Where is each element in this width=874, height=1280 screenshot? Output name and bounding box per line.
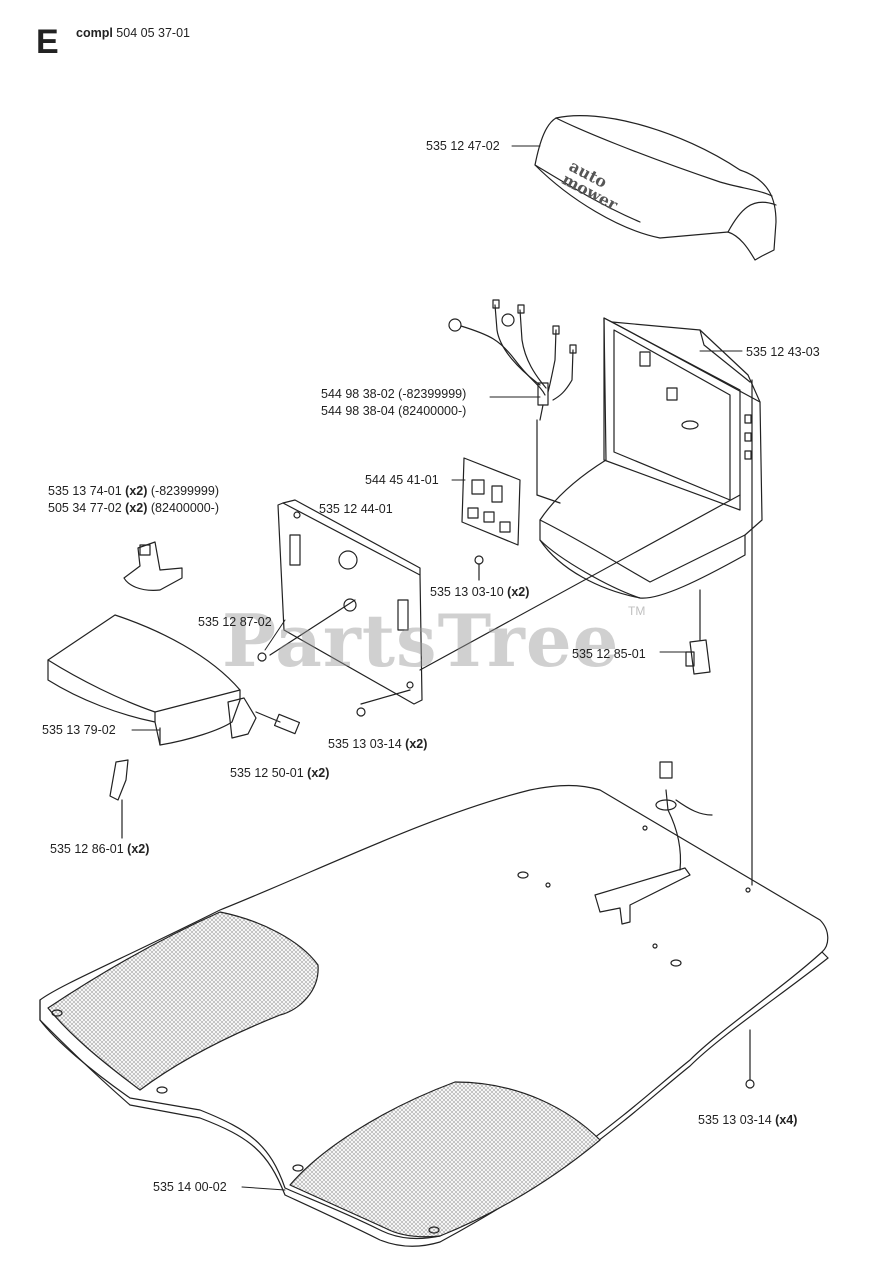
part-note: (82400000-) <box>398 404 467 418</box>
part-number: 535 13 03-14 <box>328 737 402 751</box>
part-note: (-82399999) <box>398 387 467 401</box>
wire-harness-shape <box>448 299 577 504</box>
part-number: 535 12 85-01 <box>572 647 646 661</box>
part-qty: (x2) <box>405 737 428 751</box>
part-number: 535 13 79-02 <box>42 723 116 737</box>
part-label-harness-b[interactable]: 544 98 38-04 (82400000-) <box>321 404 466 418</box>
circuit-board-shape <box>461 457 521 581</box>
part-number: 535 12 44-01 <box>319 502 393 516</box>
connector-shape <box>685 639 711 675</box>
part-label-circuit-board[interactable]: 544 45 41-01 <box>365 473 439 487</box>
part-qty: (x2) <box>127 842 150 856</box>
part-note: (-82399999) <box>150 484 219 498</box>
title-number: 504 05 37-01 <box>116 26 190 40</box>
part-label-pin[interactable]: 535 12 87-02 <box>198 615 272 629</box>
part-number: 535 12 47-02 <box>426 139 500 153</box>
bracket-shape <box>123 541 183 591</box>
housing-shape <box>539 317 763 641</box>
watermark-text: PartsTree <box>222 598 620 683</box>
part-label-base-plate[interactable]: 535 14 00-02 <box>153 1180 227 1194</box>
part-label-mount-plate[interactable]: 535 12 44-01 <box>319 502 393 516</box>
part-label-bracket-a[interactable]: 535 13 74-01 (x2) (-82399999) <box>48 484 219 498</box>
strip-shape <box>109 759 129 839</box>
part-qty: (x2) <box>125 501 148 515</box>
part-qty: (x2) <box>507 585 530 599</box>
mount-plate-shape <box>257 494 741 717</box>
part-label-harness-a[interactable]: 544 98 38-02 (-82399999) <box>321 387 466 401</box>
part-label-screw-base[interactable]: 535 13 03-14 (x4) <box>698 1113 797 1127</box>
part-number: 535 13 74-01 <box>48 484 122 498</box>
part-label-connector[interactable]: 535 12 85-01 <box>572 647 646 661</box>
section-letter: E <box>36 23 59 61</box>
part-note: (82400000-) <box>150 501 219 515</box>
part-label-guide[interactable]: 535 13 79-02 <box>42 723 116 737</box>
part-number: 535 12 86-01 <box>50 842 124 856</box>
cover-shape <box>534 115 777 261</box>
part-number: 535 13 03-10 <box>430 585 504 599</box>
part-label-spacer[interactable]: 535 12 50-01 (x2) <box>230 766 329 780</box>
base-plate-shape <box>39 379 829 1247</box>
title-bold: compl <box>76 26 113 40</box>
part-qty: (x2) <box>307 766 330 780</box>
part-number: 535 12 43-03 <box>746 345 820 359</box>
part-label-bracket-b[interactable]: 505 34 77-02 (x2) (82400000-) <box>48 501 219 515</box>
assembly-title: compl 504 05 37-01 <box>76 26 190 40</box>
part-number: 535 12 87-02 <box>198 615 272 629</box>
part-label-cover[interactable]: 535 12 47-02 <box>426 139 500 153</box>
part-qty: (x2) <box>125 484 148 498</box>
part-number: 535 14 00-02 <box>153 1180 227 1194</box>
part-number: 535 12 50-01 <box>230 766 304 780</box>
part-number: 544 45 41-01 <box>365 473 439 487</box>
part-label-screw-plate[interactable]: 535 13 03-14 (x2) <box>328 737 427 751</box>
part-number: 544 98 38-04 <box>321 404 395 418</box>
part-qty: (x4) <box>775 1113 798 1127</box>
part-label-housing[interactable]: 535 12 43-03 <box>746 345 820 359</box>
part-number: 544 98 38-02 <box>321 387 395 401</box>
leader-lines <box>131 145 743 1191</box>
watermark-tm: TM <box>628 604 646 618</box>
part-label-screw-board[interactable]: 535 13 03-10 (x2) <box>430 585 529 599</box>
part-number: 505 34 77-02 <box>48 501 122 515</box>
part-number: 535 13 03-14 <box>698 1113 772 1127</box>
guide-shape <box>47 614 301 746</box>
part-label-strip[interactable]: 535 12 86-01 (x2) <box>50 842 149 856</box>
